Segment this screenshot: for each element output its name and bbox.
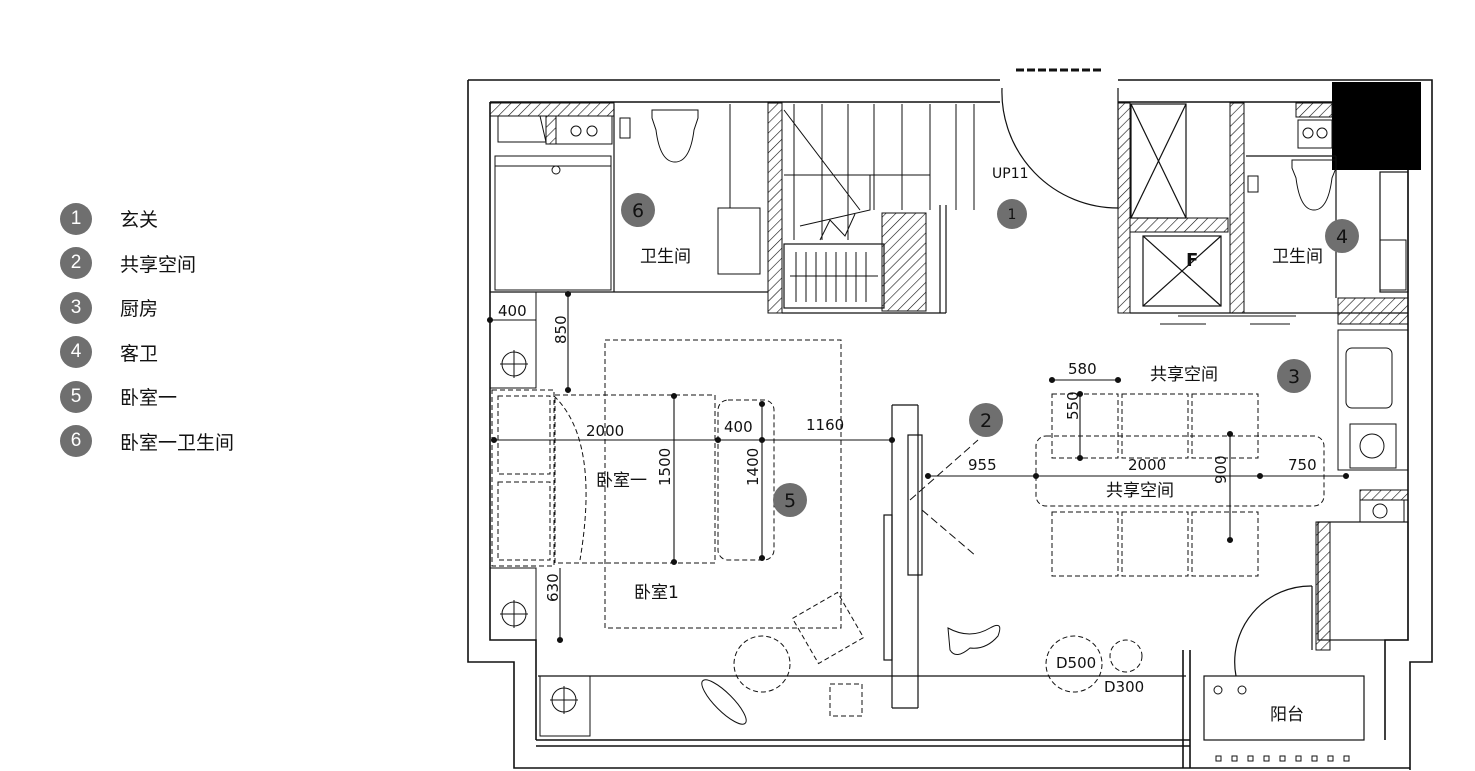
legend-label: 厨房 (120, 299, 159, 320)
left-bathroom-fixtures (494, 104, 761, 291)
legend-item: 6 卧室一卫生间 (60, 423, 320, 460)
legend-number-badge: 1 (60, 202, 92, 235)
legend-item: 5 卧室一 (60, 378, 320, 415)
kitchen-fixtures (1337, 329, 1409, 523)
legend-number-badge: 6 (60, 425, 92, 457)
marker-4 (1325, 219, 1359, 253)
marker-3 (1277, 359, 1311, 393)
legend: 1 玄关 2 共享空间 3 厨房 4 客卫 5 卧室一 6 卧室一卫生间 (60, 200, 320, 467)
room-label-bathroom-left: 卫生间 (640, 247, 691, 267)
dimension-2000-bed: 2000 (586, 422, 624, 440)
marker-2-label: 2 (980, 410, 992, 432)
marker-6-label: 6 (632, 200, 644, 222)
dimension-lines (486, 290, 1350, 644)
room-label-shared-space: 共享空间 (1106, 481, 1174, 501)
legend-number-badge: 2 (60, 247, 92, 279)
dimension-2000-table: 2000 (1128, 456, 1166, 474)
legend-item: 1 玄关 (60, 200, 320, 237)
legend-label: 玄关 (120, 210, 159, 231)
marker-1-label: 1 (1008, 207, 1017, 223)
location-markers: 1 2 3 4 5 6 (621, 193, 1359, 517)
legend-label: 客卫 (120, 343, 159, 365)
black-block (1332, 82, 1421, 170)
legend-label: 共享空间 (120, 254, 197, 276)
marker-5-label: 5 (784, 490, 796, 512)
right-bathroom-fixtures (1160, 119, 1407, 325)
dimension-1500: 1500 (656, 448, 674, 486)
fridge-label: F (1186, 250, 1198, 271)
room-label-bathroom-right: 卫生间 (1272, 247, 1323, 267)
interior-walls (490, 103, 1409, 741)
legend-item: 4 客卫 (60, 334, 320, 371)
marker-2 (969, 403, 1003, 437)
room-label-bedroom: 卧室一 (596, 471, 647, 491)
dimension-630: 630 (544, 573, 562, 602)
dining-set (1035, 393, 1325, 577)
legend-number-badge: 5 (60, 380, 92, 413)
marker-1 (997, 199, 1027, 229)
hatched-walls (489, 102, 1409, 651)
room-label-balcony: 阳台 (1270, 705, 1304, 725)
legend-number-badge: 3 (60, 291, 92, 324)
entry-door (1001, 68, 1119, 209)
wardrobe-and-bed (489, 291, 1143, 737)
dimension-900: 900 (1212, 455, 1230, 484)
dimension-d500: D500 (1056, 654, 1096, 672)
dimension-750: 750 (1288, 456, 1317, 474)
dimension-d300: D300 (1104, 678, 1144, 696)
balcony-details (1213, 685, 1350, 762)
legend-number-badge: 4 (60, 336, 92, 368)
dimension-580: 580 (1068, 360, 1097, 378)
stair-label: UP11 (992, 166, 1029, 182)
dimension-550: 550 (1064, 391, 1082, 420)
legend-item: 2 共享空间 (60, 245, 320, 282)
dimension-955: 955 (968, 456, 997, 474)
room-label-bedroom-1: 卧室1 (634, 583, 679, 603)
marker-5 (773, 483, 807, 517)
dimension-850: 850 (552, 315, 570, 344)
marker-3-label: 3 (1288, 366, 1300, 388)
dimension-400-bedside: 400 (724, 418, 753, 436)
marker-6 (621, 193, 655, 227)
room-label-shared-space-top: 共享空间 (1150, 365, 1218, 385)
dimension-1160: 1160 (806, 416, 844, 434)
legend-item: 3 厨房 (60, 289, 320, 326)
stair (783, 104, 975, 309)
dimension-1400: 1400 (744, 448, 762, 486)
balcony-door (1234, 585, 1313, 677)
marker-4-label: 4 (1336, 226, 1348, 248)
legend-label: 卧室一 (120, 388, 178, 409)
dimension-400-wardrobe: 400 (498, 302, 527, 320)
legend-label: 卧室一卫生间 (120, 432, 235, 454)
